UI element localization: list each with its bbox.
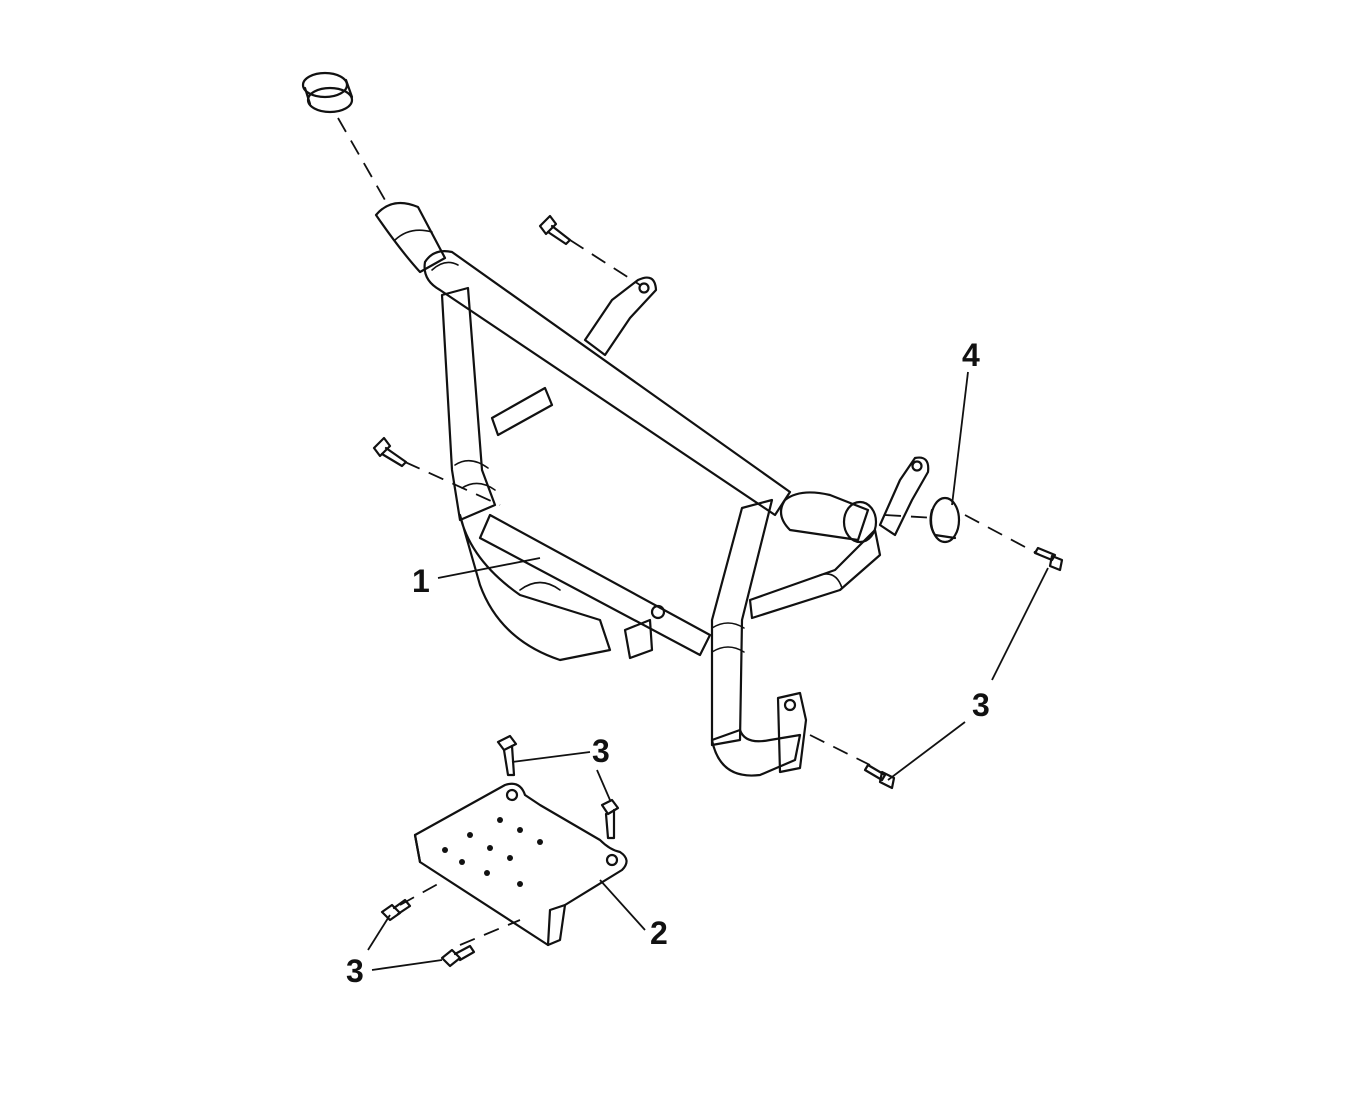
bolt-plate-top — [496, 734, 518, 777]
bumper-frame — [374, 201, 930, 777]
callout-1: 1 — [412, 563, 430, 599]
tube-cap-left — [301, 71, 354, 114]
bolt-plate-lower — [440, 944, 476, 968]
winch-mount-plate — [413, 782, 628, 947]
assembly-lines — [337, 117, 1041, 946]
callout-2: 2 — [650, 915, 668, 951]
bolt-right-lower — [863, 763, 896, 790]
tube-cap-right — [929, 496, 961, 544]
callout-3-plate-top: 3 — [592, 733, 610, 769]
callout-3-plate-bottom: 3 — [346, 953, 364, 989]
bolt-right-upper — [1033, 546, 1064, 572]
bolt-top — [538, 214, 572, 246]
bolt-plate-lower-left — [380, 898, 412, 922]
leader-lines — [367, 371, 1049, 971]
callout-4: 4 — [962, 337, 980, 373]
bolt-plate-right — [600, 798, 620, 840]
callout-3-right: 3 — [972, 687, 990, 723]
bolt-left — [372, 436, 408, 468]
